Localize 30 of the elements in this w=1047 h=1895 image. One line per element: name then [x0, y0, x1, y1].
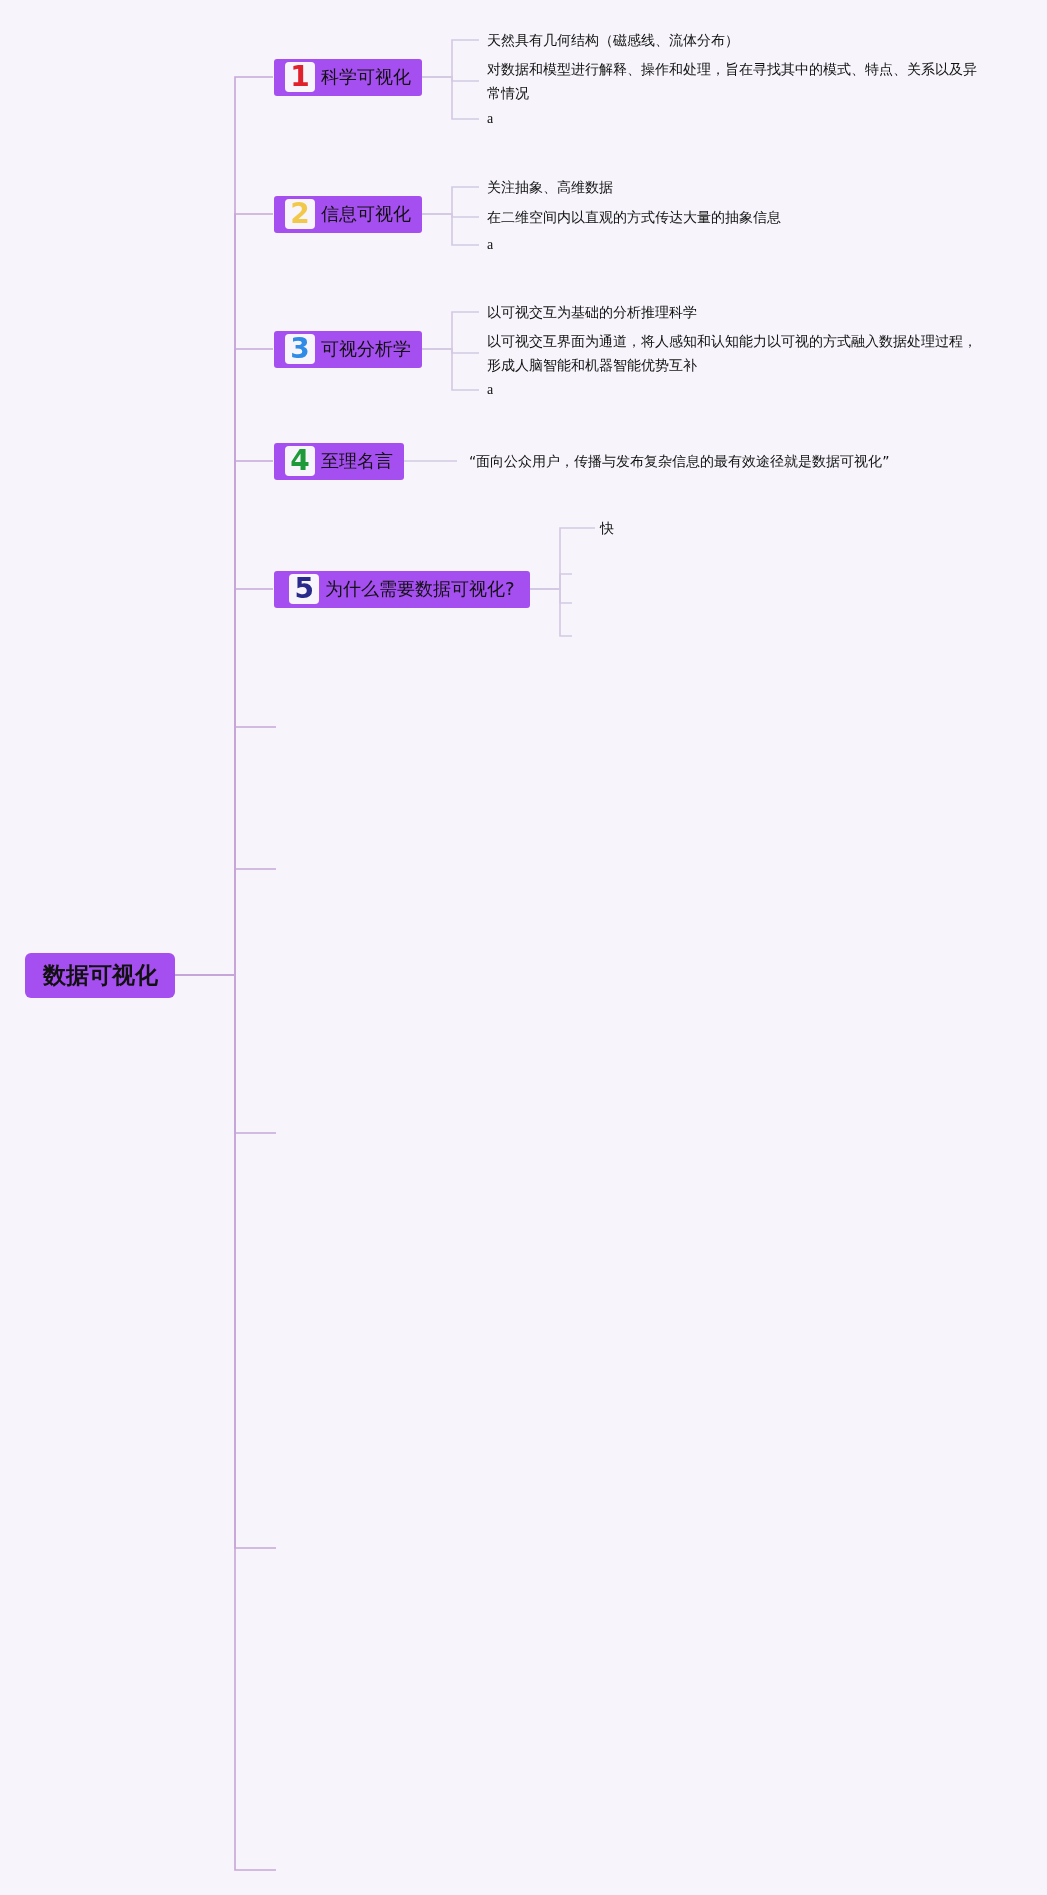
topic-box — [274, 330, 422, 368]
step-number: 2 — [285, 199, 315, 229]
branch-text: 以可视交互为基础的分析推理科学 — [480, 300, 697, 324]
topic-label: 信息可视化 — [320, 202, 411, 226]
branch-text: a — [480, 233, 494, 257]
branch-text: “面向公众用户，传播与发布复杂信息的最有效途径就是数据可视化” — [458, 449, 890, 473]
root-box: 数据可视化 — [25, 952, 175, 998]
topic-label: 科学可视化 — [320, 65, 411, 89]
branch-text: 天然具有几何结构（磁感线、流体分布） — [480, 28, 739, 52]
branch-text: 关注抽象、高维数据 — [480, 175, 613, 199]
topic-label: 可视分析学 — [320, 337, 411, 361]
step-number: 1 — [285, 62, 315, 92]
topic-box — [274, 442, 404, 480]
step-number: 4 — [285, 446, 315, 476]
branch-text: a — [480, 107, 494, 131]
topic-label: 为什么需要数据可视化? — [324, 577, 515, 601]
topic-box — [274, 195, 422, 233]
connector-line — [421, 76, 480, 120]
branch-text: a — [480, 378, 494, 402]
topic-box — [274, 570, 530, 608]
step-number: 5 — [289, 574, 319, 604]
branch-text: 在二维空间内以直观的方式传达大量的抽象信息 — [480, 205, 781, 229]
connector-line — [421, 348, 480, 391]
connector-line — [403, 460, 458, 462]
connector-line — [421, 213, 480, 246]
topic-label: 至理名言 — [320, 449, 393, 473]
branch-line — [529, 588, 573, 637]
branch-text: 快 — [596, 516, 614, 540]
step-number: 3 — [285, 334, 315, 364]
topic-box — [274, 58, 422, 96]
